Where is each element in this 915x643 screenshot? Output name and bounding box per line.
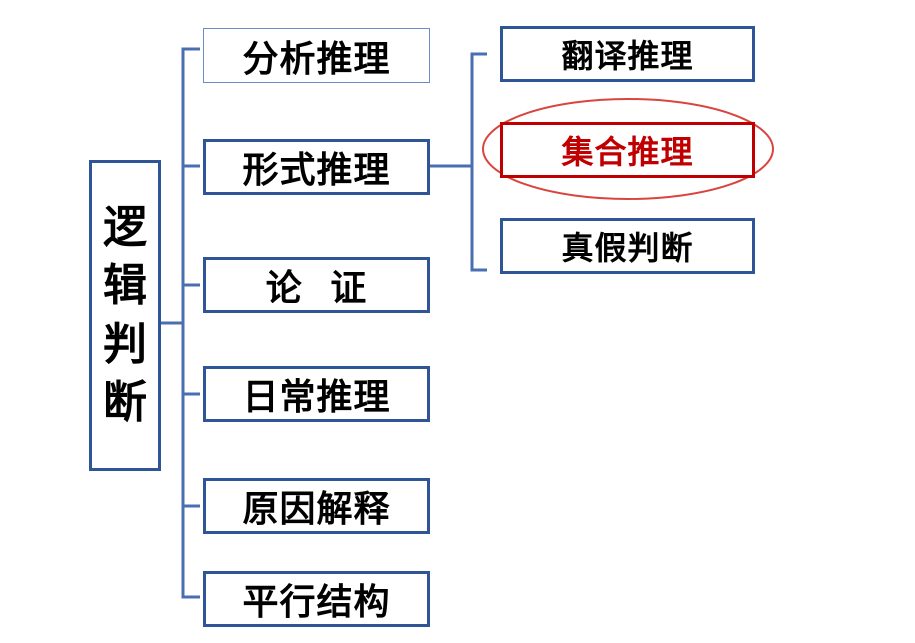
branch-label: 原因解释 [242,489,391,530]
sub-branch-label: 集合推理 [561,133,694,171]
sub-branch-set-reasoning: 集合推理 [500,122,755,178]
branch-label: 形式推理 [242,150,391,191]
sub-branch-label: 翻译推理 [561,37,694,75]
branch-daily-reasoning: 日常推理 [203,366,430,422]
branch-cause-explanation: 原因解释 [203,478,430,534]
branch-formal-reasoning: 形式推理 [203,139,430,195]
branch-label: 日常推理 [242,377,391,418]
root-bracket [181,47,193,599]
branch-label: 分析推理 [242,38,391,80]
sub-branch-truth-judgment: 真假判断 [500,218,755,274]
branch-label: 论 证 [265,268,368,309]
root-node: 逻辑判断 [89,160,161,471]
highlight-ellipse [482,98,774,200]
branch-analysis-reasoning: 分析推理 [203,28,430,83]
sub-branch-translation-reasoning: 翻译推理 [500,26,755,82]
sub-branch-label: 真假判断 [561,229,694,267]
branch-argument: 论 证 [203,257,430,313]
formal-bracket [470,52,487,272]
branch-parallel-structure: 平行结构 [203,571,430,627]
branch-label: 平行结构 [242,582,391,623]
root-label: 逻辑判断 [102,202,147,428]
